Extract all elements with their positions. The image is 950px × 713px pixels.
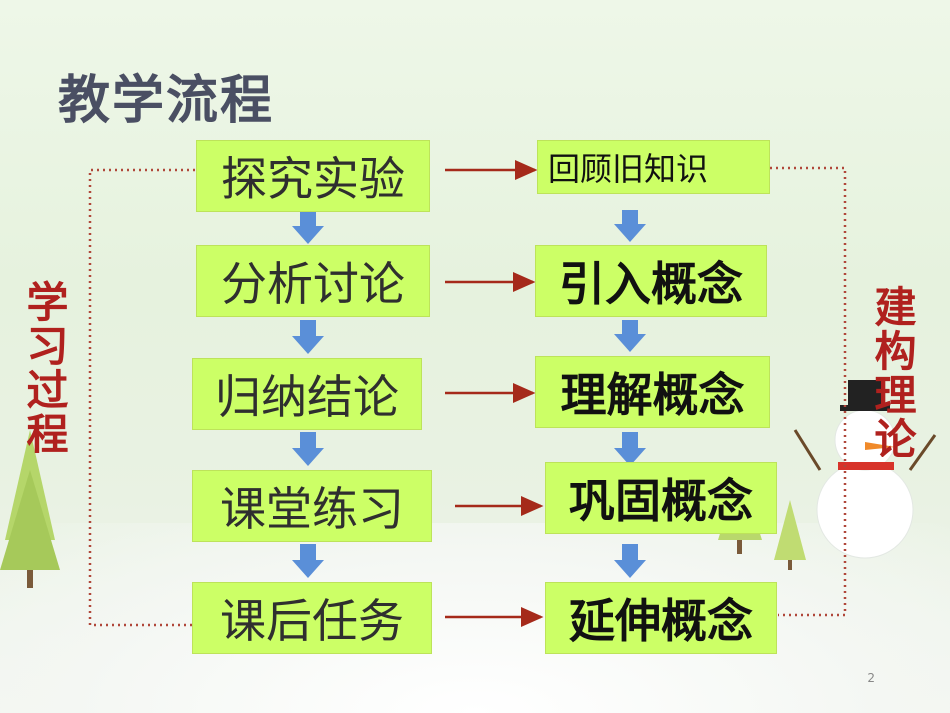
tree-icon (774, 500, 806, 570)
step-box-right-5: 延伸概念 (545, 582, 777, 654)
step-box-left-4: 课堂练习 (192, 470, 432, 542)
left-side-label: 学习过程 (20, 280, 69, 456)
page-title: 教学流程 (58, 71, 275, 131)
left-dotted-bracket (88, 168, 195, 627)
page-number: 2 (867, 671, 875, 685)
right-side-label: 建构理论 (868, 285, 917, 461)
right-dotted-bracket (770, 166, 847, 617)
step-box-right-3: 理解概念 (535, 356, 770, 428)
snowman-icon (793, 380, 937, 559)
step-box-left-1: 探究实验 (196, 140, 430, 212)
step-box-left-2: 分析讨论 (196, 245, 430, 317)
step-box-left-5: 课后任务 (192, 582, 432, 654)
step-box-right-1: 回顾旧知识 (537, 140, 770, 194)
step-box-right-4: 巩固概念 (545, 462, 777, 534)
down-arrows-right (614, 210, 646, 578)
step-box-left-3: 归纳结论 (192, 358, 422, 430)
down-arrows-left (292, 212, 324, 578)
tree-icon (0, 430, 60, 588)
step-box-right-2: 引入概念 (535, 245, 767, 317)
